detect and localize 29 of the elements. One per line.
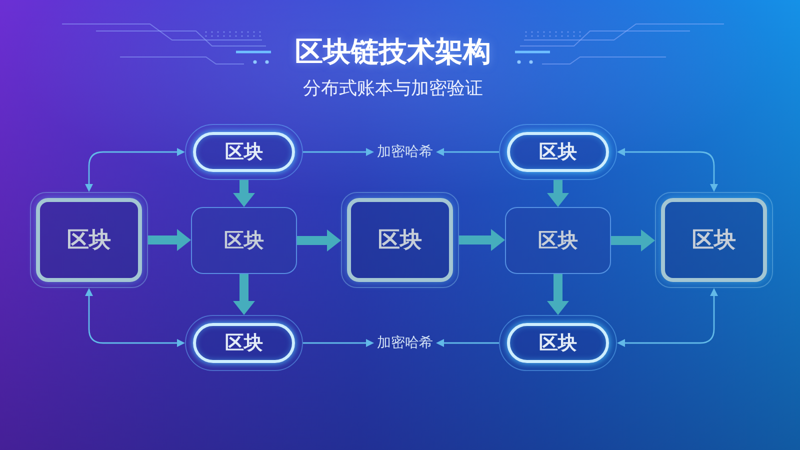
pill-box: 区块 [499,315,617,371]
framed-box: 区块 [341,192,459,288]
block-arrow [148,229,191,251]
block-arrow [233,274,255,315]
block-arrow [547,274,569,315]
block-arrow [547,180,569,207]
arrow [436,148,499,156]
curved-arrow [617,288,718,347]
curved-arrow [85,148,185,192]
subtitle: 分布式账本与加密验证 [303,78,483,100]
text-label: 加密哈希 [374,334,436,352]
pill-box: 区块 [185,124,303,180]
block-arrow [611,230,655,252]
arrow [303,339,374,347]
framed-box: 区块 [30,192,148,288]
rounded-box: 区块 [505,207,611,274]
title: 区块链技术架构 [295,35,491,69]
pill-box: 区块 [185,315,303,371]
pill-box: 区块 [499,124,617,180]
curved-arrow [85,288,185,347]
text-label: 加密哈希 [374,143,436,161]
curved-arrow [617,148,718,192]
block-arrow [297,230,341,252]
framed-box: 区块 [655,192,773,288]
arrow [436,339,499,347]
block-arrow [233,180,255,207]
rounded-box: 区块 [191,207,297,274]
block-arrow [459,229,505,251]
arrow [303,148,374,156]
